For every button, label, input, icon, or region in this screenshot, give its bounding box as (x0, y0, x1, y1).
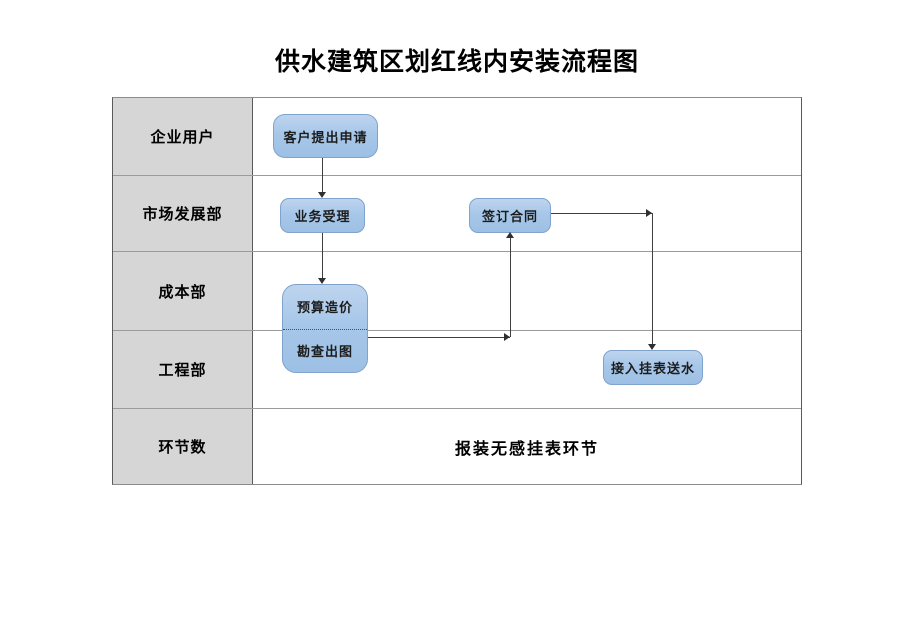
lane-label-engineering-dept: 工程部 (113, 331, 253, 408)
arrowhead-right-corner2 (646, 209, 652, 217)
connector-up-to-contract (510, 238, 511, 337)
lane-label-market-dev-dept: 市场发展部 (113, 176, 253, 251)
flow-node-business-accept: 业务受理 (280, 198, 365, 233)
flow-node-sign-contract: 签订合同 (469, 198, 551, 233)
lane-enterprise-user: 企业用户 (113, 98, 801, 175)
lane-label-step-count: 环节数 (113, 409, 253, 484)
page-title: 供水建筑区划红线内安装流程图 (274, 49, 639, 76)
arrowhead-down-budget (318, 278, 326, 284)
connector-contract-horizontal (551, 213, 652, 214)
flow-node-survey-drawing: 勘查出图 (296, 344, 353, 360)
lane-engineering-dept: 工程部 (113, 330, 801, 408)
connector-down-to-connect (652, 213, 653, 344)
connector-apply-to-accept (322, 158, 323, 193)
connector-survey-horizontal (368, 337, 510, 338)
flow-node-budget-survey: 预算造价 勘查出图 (282, 284, 368, 373)
connector-accept-to-budget (322, 233, 323, 278)
arrowhead-down-accept (318, 192, 326, 198)
swimlane-table: 企业用户 市场发展部 成本部 工程部 环节数 报装无感挂表环节 (112, 97, 802, 485)
lane-label-enterprise-user: 企业用户 (113, 98, 253, 175)
lane-market-dev-dept: 市场发展部 (113, 175, 801, 251)
lane-cost-dept: 成本部 (113, 251, 801, 330)
lane-label-cost-dept: 成本部 (113, 252, 253, 330)
arrowhead-down-connect (648, 344, 656, 350)
arrowhead-right-corner (504, 333, 510, 341)
lane-content-step-count: 报装无感挂表环节 (253, 409, 801, 484)
footer-note: 报装无感挂表环节 (454, 440, 599, 458)
flow-node-meter-water-supply: 接入挂表送水 (603, 350, 703, 385)
lane-step-count: 环节数 报装无感挂表环节 (113, 408, 801, 484)
arrowhead-up-contract (506, 232, 514, 238)
flow-node-customer-apply: 客户提出申请 (273, 114, 378, 158)
flow-node-budget-cost: 预算造价 (283, 285, 367, 330)
